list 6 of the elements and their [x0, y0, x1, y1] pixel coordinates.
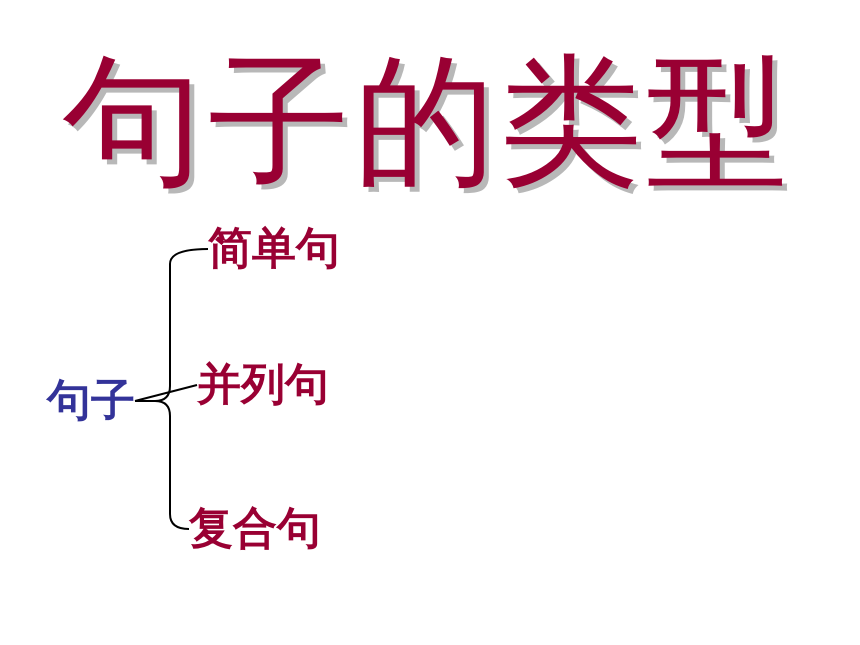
category-label: 并列句 [197, 360, 329, 410]
title: 句子的类型 [62, 42, 792, 202]
category-label: 简单句 [208, 224, 340, 274]
root-label: 句子 [47, 376, 135, 426]
category-label: 复合句 [189, 504, 321, 554]
brace-line [134, 384, 198, 402]
